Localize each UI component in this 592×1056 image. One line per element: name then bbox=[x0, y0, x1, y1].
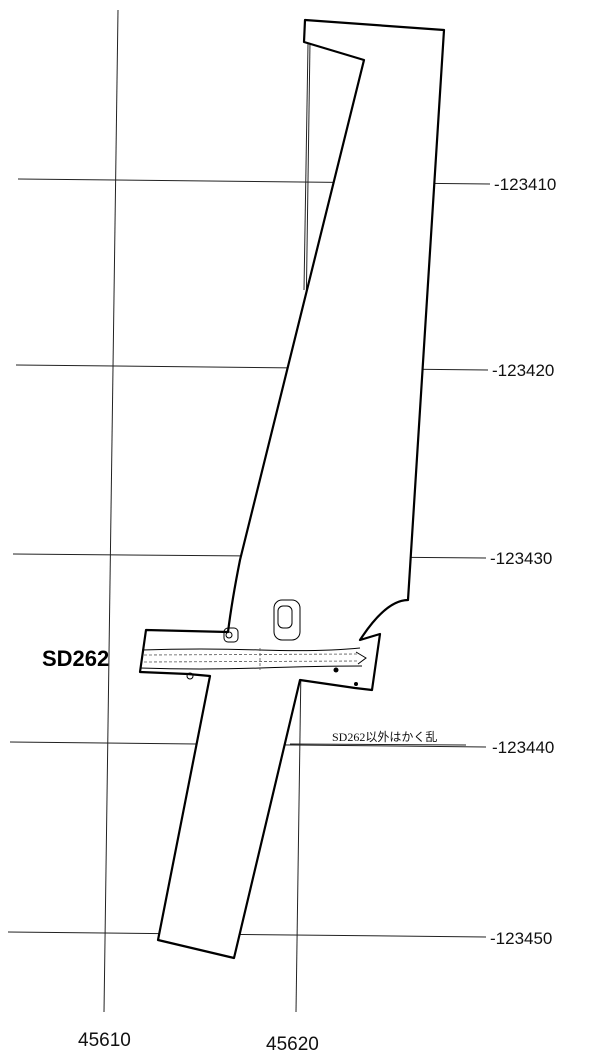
note-leader-line bbox=[289, 743, 467, 746]
northing-label-4: -123440 bbox=[492, 738, 554, 757]
grid-line-easting-1 bbox=[103, 9, 119, 1013]
feature-label-sd262: SD262 bbox=[42, 646, 109, 671]
posthole-1 bbox=[186, 672, 194, 680]
easting-label-1: 45610 bbox=[78, 1030, 131, 1051]
northing-label-3: -123430 bbox=[490, 549, 552, 568]
trench-outline bbox=[138, 18, 446, 960]
ditch-sd262 bbox=[139, 647, 367, 670]
pit-large bbox=[273, 599, 301, 641]
ditch-end-notch bbox=[355, 651, 367, 665]
disturbance-note: SD262以外はかく乱 bbox=[332, 730, 437, 744]
pit-small-2 bbox=[225, 631, 233, 639]
pit-small-1 bbox=[223, 627, 239, 643]
grid-line-northing-5 bbox=[7, 931, 487, 938]
northing-label-5: -123450 bbox=[490, 929, 552, 948]
northing-label-2: -123420 bbox=[492, 361, 554, 380]
northing-label-1: -123410 bbox=[494, 175, 556, 194]
easting-label-2: 45620 bbox=[266, 1034, 319, 1055]
pit-large-inner bbox=[277, 605, 293, 629]
grid-line-easting-2-trench-section bbox=[303, 43, 309, 291]
ditch-inner-line-2 bbox=[143, 660, 359, 663]
posthole-2 bbox=[333, 667, 339, 673]
pit-features bbox=[186, 599, 358, 686]
ditch-inner-line-1 bbox=[143, 653, 359, 656]
posthole-3 bbox=[354, 682, 358, 686]
